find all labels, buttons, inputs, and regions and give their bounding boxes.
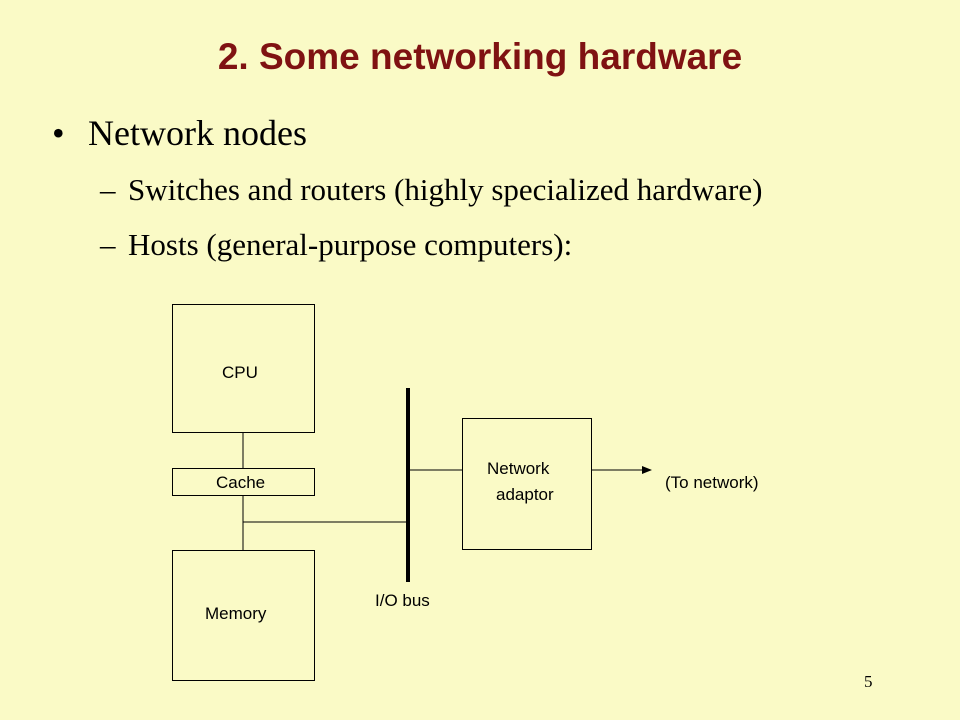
cpu-label: CPU — [222, 363, 258, 382]
bullet-network-nodes: • Network nodes — [52, 112, 307, 154]
cpu-box: CPU — [172, 304, 315, 433]
network-adaptor-box: Network adaptor — [462, 418, 592, 550]
io-bus-label: I/O bus — [375, 591, 430, 610]
network-adaptor-label-line2: adaptor — [496, 485, 554, 504]
network-adaptor-label-line1: Network — [487, 459, 550, 478]
sub-bullet-text: Switches and routers (highly specialized… — [128, 172, 763, 207]
cache-box: Cache — [172, 468, 315, 496]
bullet-dot: • — [52, 113, 65, 153]
sub-bullet-text: Hosts (general-purpose computers): — [128, 227, 573, 262]
sub-bullet-dash: – — [100, 172, 116, 207]
sub-bullet-hosts: –Hosts (general-purpose computers): — [100, 227, 572, 263]
to-network-label: (To network) — [665, 473, 759, 492]
sub-bullet-switches: –Switches and routers (highly specialize… — [100, 172, 762, 208]
memory-box: Memory — [172, 550, 315, 681]
page-number: 5 — [864, 672, 873, 691]
memory-label: Memory — [205, 604, 267, 623]
slide-title: 2. Some networking hardware — [217, 36, 743, 77]
cache-label: Cache — [216, 473, 266, 492]
bullet-text: Network nodes — [88, 113, 307, 153]
sub-bullet-dash: – — [100, 227, 116, 262]
